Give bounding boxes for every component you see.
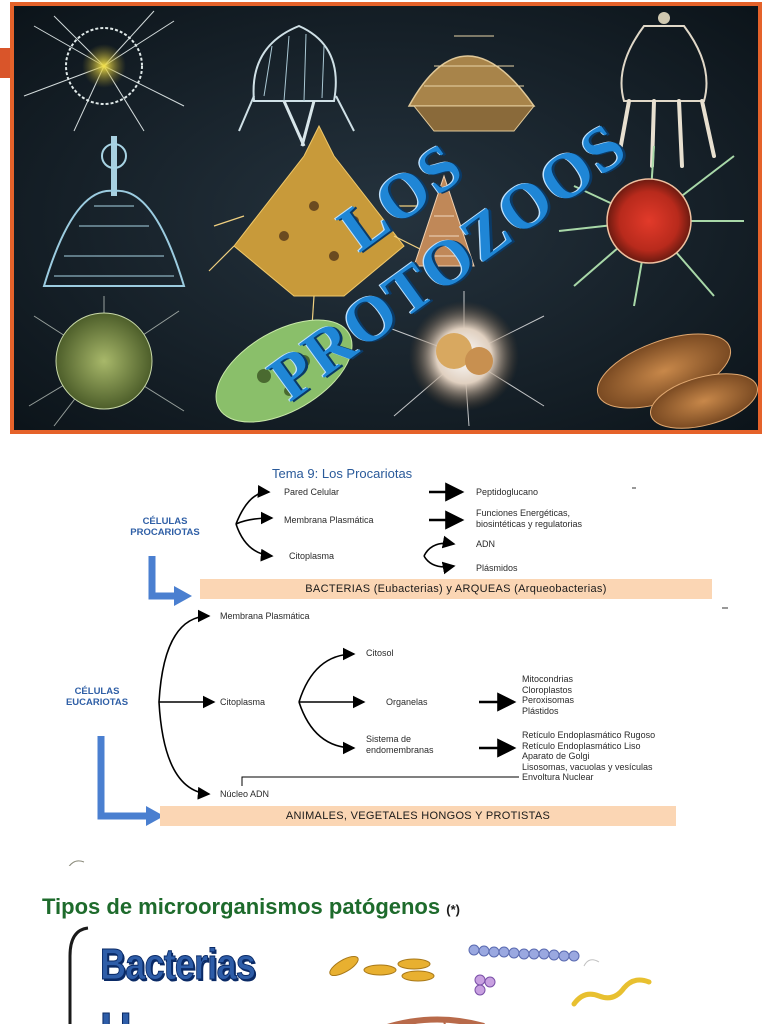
eukaryote-result-bar: ANIMALES, VEGETALES HONGOS Y PROTISTAS	[160, 806, 676, 826]
diagram-heading: Tema 9: Los Procariotas	[272, 466, 413, 481]
cell-types-diagram	[97, 482, 728, 826]
item-bacterias: Bacterias	[100, 940, 257, 990]
eukaryote-label: CÉLULAS EUCARIOTAS	[65, 686, 129, 708]
branch-membrana-plasmatica: Membrana Plasmática	[284, 515, 374, 525]
result-adn: ADN	[476, 539, 496, 549]
prokaryote-result-bar: BACTERIAS (Eubacterias) y ARQUEAS (Arque…	[200, 579, 712, 599]
microorganisms-heading: Tipos de microorganismos patógenos (*)	[42, 894, 460, 919]
organelas-list: Mitocondrias Cloroplastos Peroxisomas Pl…	[522, 674, 575, 716]
slide-procariotas-eucariotas: Tema 9: Los Procariotas CÉLULAS PROCARIO…	[14, 436, 768, 858]
slide-microorganismos: Tipos de microorganismos patógenos (*) B…	[0, 858, 768, 1024]
branch-eu-nucleo: Núcleo ADN	[220, 789, 270, 799]
result-plasmidos: Plásmidos	[476, 563, 518, 573]
curly-brace-icon	[68, 926, 89, 1024]
bacteria-illustration	[329, 944, 652, 1024]
branch-organelas: Organelas	[386, 697, 428, 707]
branch-pared-celular: Pared Celular	[284, 487, 340, 497]
heading-note: (*)	[446, 902, 460, 917]
prokaryote-label: CÉLULAS PROCARIOTAS	[130, 516, 200, 538]
branch-citoplasma: Citoplasma	[289, 551, 335, 561]
branch-citosol: Citosol	[366, 648, 394, 658]
microorganisms-panel: Tipos de microorganismos patógenos (*) B…	[14, 866, 768, 1024]
item-next-partial: H	[100, 1004, 133, 1024]
branch-eu-citoplasma: Citoplasma	[220, 697, 266, 707]
protozoa-illustration: LOS PROTOZOOS	[10, 2, 762, 434]
slide-protozoos: LOS PROTOZOOS	[0, 0, 768, 436]
branch-sistema-endomembranas: Sistema de endomembranas	[366, 734, 434, 755]
result-funciones: Funciones Energéticas, biosintéticas y r…	[476, 508, 583, 529]
endomembranas-list: Retículo Endoplasmático Rugoso Retículo …	[522, 730, 656, 782]
protozoa-artwork	[14, 6, 758, 430]
branch-eu-membrana: Membrana Plasmática	[220, 611, 310, 621]
result-peptidoglucano: Peptidoglucano	[476, 487, 539, 497]
